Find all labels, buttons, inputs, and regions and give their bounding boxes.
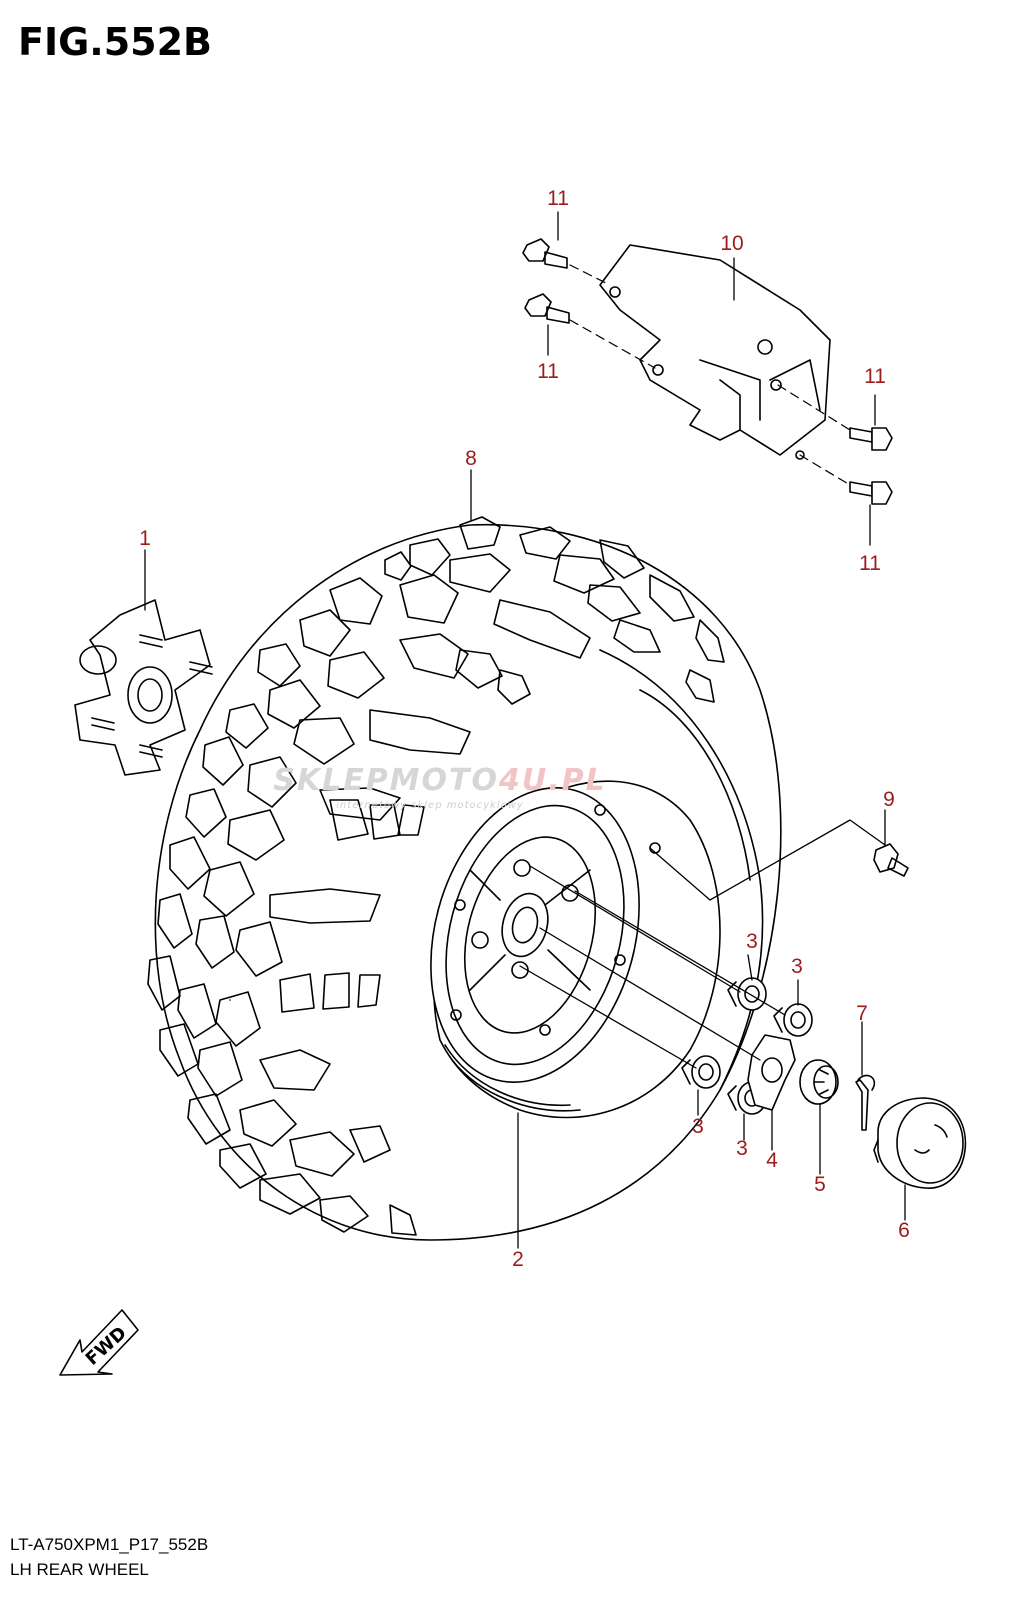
bracket-part-10	[599, 244, 831, 460]
watermark-brand: SKLEPMOTO4U.PL	[273, 763, 607, 798]
bolt-part-11-top-left	[522, 238, 568, 269]
washer-part-4	[747, 1034, 796, 1111]
callout-3-a: 3	[746, 930, 758, 953]
bolt-dashed-leaders	[569, 264, 851, 486]
nut-part-3-c	[681, 1055, 721, 1089]
cap-part-7	[873, 1097, 967, 1189]
figure-name: LH REAR WHEEL	[10, 1560, 149, 1579]
callout-numbers: 11 10 11 11 11 8 1 9 3 3 7 3 3 4 5 6 2	[139, 187, 910, 1271]
figure-title: FIG.552B	[18, 20, 213, 64]
castle-nut-part-5	[799, 1059, 839, 1105]
callout-1: 1	[139, 527, 151, 550]
nut-part-3-b	[773, 1003, 813, 1037]
callout-10: 10	[720, 232, 743, 255]
watermark-tagline: internetowy sklep motocyklowy	[336, 800, 524, 811]
wheel-hub-part-1	[74, 599, 213, 776]
callout-6: 7	[856, 1002, 868, 1025]
callout-3-c: 3	[692, 1115, 704, 1138]
wheel-rim-part-2	[430, 780, 721, 1119]
callout-11-top: 11	[547, 187, 569, 210]
fwd-arrow	[59, 1309, 139, 1376]
valve-part-9	[873, 843, 909, 877]
leader-lines	[144, 211, 906, 1249]
bolt-part-11-right-upper	[849, 427, 893, 451]
callout-11-right-upper: 11	[864, 365, 886, 388]
callout-9: 9	[883, 788, 895, 811]
callout-2: 2	[512, 1248, 524, 1271]
watermark: SKLEPMOTO4U.PL internetowy sklep motocyk…	[273, 763, 607, 811]
cotter-pin-part-6	[855, 1074, 876, 1131]
callout-3-b: 3	[791, 955, 803, 978]
callout-11-left: 11	[537, 360, 559, 383]
callout-3-d: 3	[736, 1137, 748, 1160]
callout-5: 5	[814, 1173, 826, 1196]
callout-4: 4	[766, 1149, 778, 1172]
figure-code: LT-A750XPM1_P17_552B	[10, 1535, 209, 1554]
callout-7: 6	[898, 1219, 910, 1242]
callout-11-right-lower: 11	[859, 552, 881, 575]
bolt-part-11-mid-left	[524, 293, 570, 324]
callout-8: 8	[465, 447, 477, 470]
bolt-part-11-right-lower	[849, 481, 893, 505]
